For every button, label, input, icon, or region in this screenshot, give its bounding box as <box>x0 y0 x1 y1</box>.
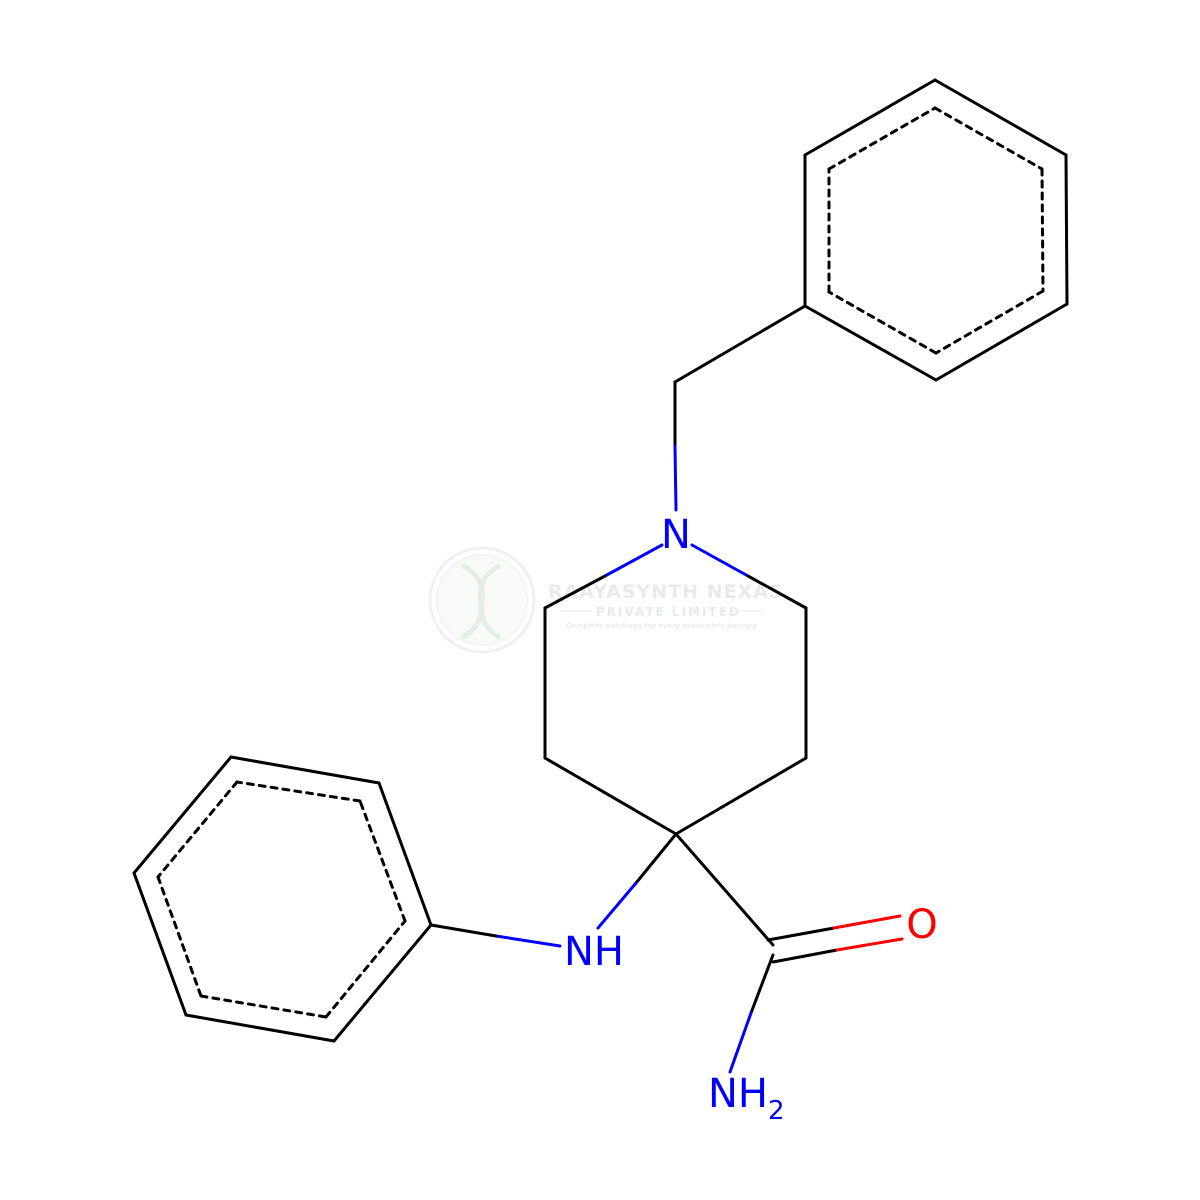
aromatic-bond <box>827 290 938 355</box>
aromatic-bond <box>933 106 1044 171</box>
aniline-phenyl-ring <box>132 755 433 1043</box>
benzyl-phenyl-aromatic-inner <box>827 106 1045 355</box>
bond <box>596 881 638 930</box>
bond <box>673 444 678 512</box>
benzyl-phenyl-ring <box>803 78 1069 382</box>
bond <box>377 781 433 927</box>
aromatic-bond <box>199 994 328 1019</box>
bond <box>543 574 607 610</box>
amide-nh2-subscript: 2 <box>768 1096 785 1126</box>
bond <box>832 914 902 930</box>
bond <box>132 871 188 1017</box>
bond <box>749 953 775 1015</box>
bond <box>835 937 904 952</box>
watermark-tagline: Complete solutions for every molecule's … <box>566 622 757 630</box>
watermark-title: RAAYASYNTH NEXAS <box>548 581 784 603</box>
aromatic-bond <box>235 780 362 803</box>
watermark: RAAYASYNTH NEXAS PRIVATE LIMITED Complet… <box>428 546 784 654</box>
bond <box>229 755 381 785</box>
watermark-subtitle: PRIVATE LIMITED <box>596 605 741 619</box>
bond <box>934 302 1069 382</box>
watermark-logo-outer-circle <box>428 546 536 654</box>
ring-nitrogen-label: N <box>661 512 691 558</box>
bond <box>673 304 807 384</box>
carbonyl-oxygen-label: O <box>906 902 937 948</box>
bond <box>933 78 1068 157</box>
bond <box>634 832 678 885</box>
amide-nh2-main: NH <box>708 1071 768 1117</box>
amine-nh-label: NH <box>564 929 624 975</box>
bond <box>494 934 562 948</box>
aromatic-bond <box>827 106 937 171</box>
aromatic-bond <box>1040 167 1045 293</box>
bond <box>429 923 498 938</box>
bond <box>184 1013 336 1043</box>
bond <box>771 948 839 964</box>
bond <box>674 756 808 836</box>
bonds <box>132 78 1069 1074</box>
bond <box>603 543 664 578</box>
bond <box>1064 153 1069 306</box>
amide-nh2-label: NH2 <box>708 1071 785 1126</box>
dna-helix-icon <box>460 562 502 641</box>
aniline-phenyl-aromatic-inner <box>156 780 407 1019</box>
aromatic-bond <box>156 875 203 998</box>
bond <box>674 832 775 947</box>
aromatic-bond <box>358 799 407 923</box>
bond <box>766 926 836 942</box>
bond <box>746 574 808 610</box>
bond <box>803 78 937 157</box>
aromatic-bond <box>324 919 407 1019</box>
aromatic-bond <box>156 780 239 879</box>
aromatic-bond <box>934 289 1045 355</box>
bond <box>728 1011 753 1074</box>
bond <box>543 756 678 836</box>
bond <box>803 304 938 382</box>
atom-labels: N NH O NH2 <box>564 512 938 1126</box>
bond <box>132 755 233 875</box>
bond <box>690 543 750 578</box>
bond <box>332 923 433 1043</box>
